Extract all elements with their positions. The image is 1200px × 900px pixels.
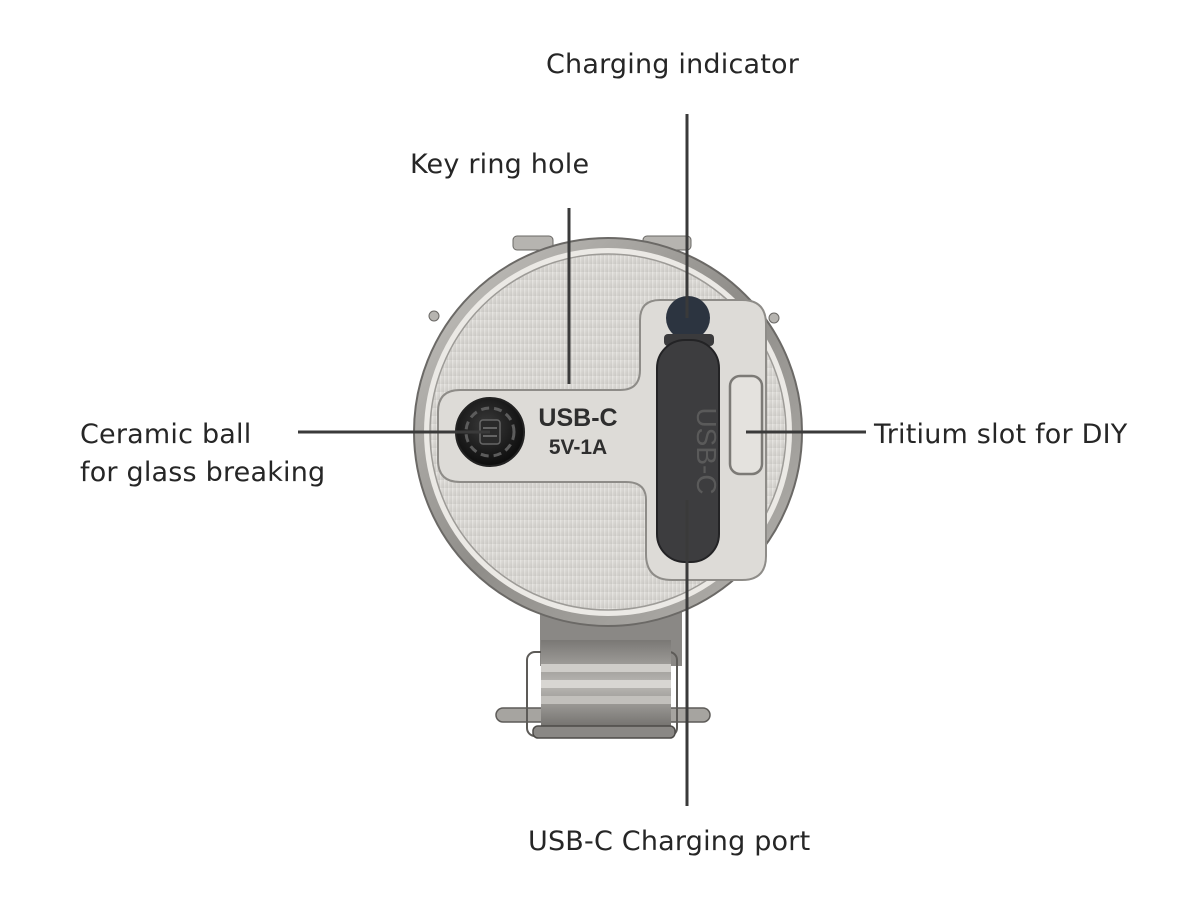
label-charging-indicator: Charging indicator	[546, 49, 800, 80]
leader-lines	[298, 114, 866, 806]
label-tritium-slot: Tritium slot for DIY	[874, 419, 1128, 450]
label-key-ring-hole: Key ring hole	[410, 149, 590, 180]
label-usbc-charging-port: USB-C Charging port	[528, 826, 811, 857]
top-tab-left	[512, 235, 554, 251]
port-cover-marking: USB-C	[691, 407, 722, 494]
bottom-clip	[495, 612, 711, 739]
plate-marking-rating: 5V-1A	[549, 436, 607, 459]
usbc-port-cover: USB-C	[656, 296, 722, 563]
plate-marking-usbc: USB-C	[538, 404, 617, 432]
label-ceramic-ball: Ceramic ball for glass breaking	[80, 416, 325, 492]
label-ceramic-ball-line2: for glass breaking	[80, 457, 326, 488]
tritium-slot	[728, 374, 764, 476]
label-ceramic-ball-line1: Ceramic ball	[80, 419, 252, 450]
